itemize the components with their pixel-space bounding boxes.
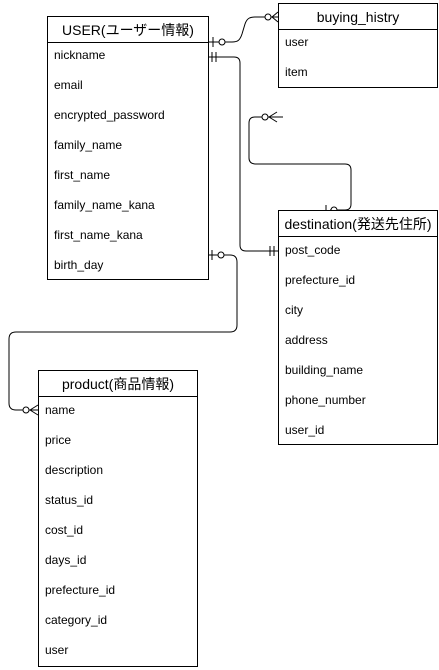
destination-attr-city: city [285,303,303,317]
product-attr-prefecture-id: prefecture_id [45,583,116,597]
buying-user-zero-circle [264,13,272,21]
user-product-circle [217,251,225,259]
destination-entity-title: destination(発送先住所) [279,211,437,237]
destination-attr-phone-number: phone_number [285,393,366,407]
dest-self-crowfoot-a [268,111,278,118]
user-product-relationship [8,254,238,411]
buying-history-entity[interactable]: buying_histry user item [278,3,438,88]
user-attr-first-name: first_name [54,168,111,182]
destination-attr-address: address [285,333,328,347]
destination-attr-prefecture-id: prefecture_id [285,273,356,287]
dest-self-circle-b [261,113,269,121]
dest-self-crowfoot-b [268,116,278,123]
user-destination-relationship [209,56,281,252]
user-buying-zero-circle [218,38,226,46]
product-crowfoot-a [29,404,39,411]
user-entity[interactable]: USER(ユーザー情報) nickname email encrypted_pa… [47,16,209,280]
destination-entity[interactable]: destination(発送先住所) post_code prefecture_… [278,210,438,445]
user-attr-family-name-kana: family_name_kana [54,198,155,212]
product-user-circle [22,406,30,414]
user-attr-birth-day: birth_day [54,258,104,272]
user-attr-email: email [54,78,83,92]
product-attr-price: price [45,433,72,447]
destination-attr-building-name: building_name [285,363,364,377]
buying-attr-user: user [285,35,309,49]
user-attr-nickname: nickname [54,48,106,62]
product-crowfoot-b [29,409,39,416]
product-attr-status-id: status_id [45,493,94,507]
buying-crowfoot-b [271,16,279,23]
destination-self-relationship [248,116,352,211]
buying-attr-item: item [285,65,308,79]
buying-history-entity-title: buying_histry [279,4,437,30]
product-attr-user: user [45,643,69,657]
user-attr-first-name-kana: first_name_kana [54,228,143,242]
product-attr-description: description [45,463,104,477]
product-attr-category-id: category_id [45,613,108,627]
destination-attr-user-id: user_id [285,423,325,437]
buying-crowfoot-a [271,11,279,18]
product-entity-title: product(商品情報) [39,371,197,397]
destination-attr-post-code: post_code [285,243,341,257]
product-attr-cost-id: cost_id [45,523,84,537]
user-entity-title: USER(ユーザー情報) [48,17,208,43]
product-entity[interactable]: product(商品情報) name price description sta… [38,370,198,667]
product-attr-days-id: days_id [45,553,87,567]
user-buying-relationship [209,16,278,43]
product-attr-name: name [45,403,76,417]
user-attr-family-name: family_name [54,138,123,152]
user-attr-encrypted-password: encrypted_password [54,108,165,122]
